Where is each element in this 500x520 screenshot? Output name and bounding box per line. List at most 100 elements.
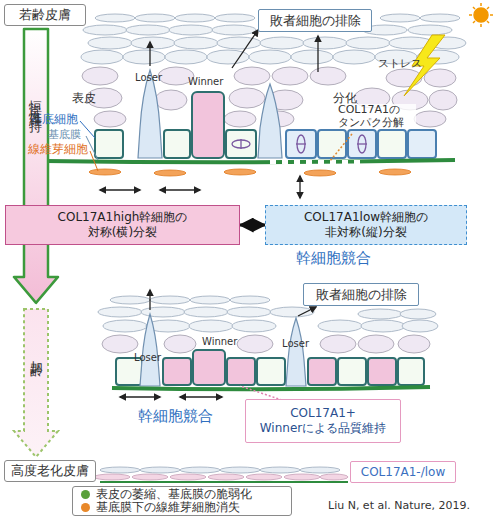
- sun-ray: [473, 21, 475, 23]
- sun-ray: [490, 14, 493, 16]
- progress-arrow: [14, 29, 58, 303]
- cell: [227, 307, 271, 317]
- node-text: COL17A1low幹細胞の 非対称(縦)分裂: [291, 210, 441, 240]
- sun-ray: [480, 3, 482, 6]
- legend-text: 基底膜下の線維芽細胞消失: [96, 500, 240, 514]
- cell: [272, 67, 308, 85]
- cell: [110, 296, 150, 304]
- node-text: 敗者細胞の排除: [316, 287, 407, 303]
- spindle-line: [296, 143, 306, 144]
- cell: [284, 474, 320, 480]
- cell: [380, 14, 420, 22]
- cell: [237, 335, 273, 353]
- cell: [212, 25, 256, 35]
- spindle-line: [240, 139, 241, 149]
- double-arrow: [120, 396, 160, 397]
- sun-ray: [487, 21, 489, 23]
- cell: [402, 320, 438, 332]
- cell: [318, 320, 362, 332]
- stage-box: 高度老化皮膚: [4, 460, 96, 482]
- cell: [260, 37, 304, 49]
- fibroblast: [304, 170, 336, 176]
- citation: Liu N, et al. Nature, 2019.: [328, 500, 470, 513]
- cell: [164, 335, 196, 353]
- cell: [140, 467, 180, 473]
- cell-label: Winner: [188, 76, 223, 88]
- basal-cell: [408, 130, 436, 158]
- winner-cell: [193, 350, 225, 385]
- cell: [414, 111, 446, 127]
- spindle: [358, 135, 366, 153]
- arrow: [149, 290, 150, 310]
- cell: [333, 50, 375, 64]
- cell: [408, 25, 452, 35]
- connector-label: 恒常性維持: [28, 89, 43, 114]
- leader-lines: [80, 121, 352, 171]
- legend-row: 基底膜下の線維芽細胞消失: [81, 501, 283, 514]
- connector: [240, 225, 265, 226]
- part-label: 基底細胞: [30, 113, 78, 127]
- cell: [190, 296, 230, 304]
- cell: [184, 307, 228, 317]
- leader-line: [240, 386, 282, 400]
- basal-cell: [338, 358, 366, 385]
- stress-label: ストレス: [378, 58, 422, 71]
- double-arrow: [180, 396, 222, 397]
- process-label: 幹細胞競合: [296, 250, 371, 267]
- cell: [230, 296, 270, 304]
- basement-membrane: [100, 481, 348, 483]
- winner-cell: [227, 358, 255, 385]
- node-text: 若齢皮膚: [19, 7, 71, 23]
- arrow: [298, 307, 316, 316]
- cell: [300, 467, 340, 473]
- leader-line: [90, 151, 98, 171]
- cell: [123, 50, 165, 64]
- double-arrow: [240, 224, 265, 227]
- leader-line: [330, 134, 352, 161]
- cell: [169, 25, 213, 35]
- cell: [358, 335, 394, 353]
- basement-membrane: [112, 387, 430, 389]
- movement-arrows: [120, 290, 316, 397]
- cell: [131, 37, 175, 49]
- cell: [141, 307, 185, 317]
- double-arrow: [299, 176, 300, 198]
- aged-skin: [94, 467, 348, 482]
- winner-cell: [192, 92, 224, 158]
- cell: [246, 474, 282, 480]
- division-box: COL17A1high幹細胞の 対称(横)分裂: [5, 205, 240, 245]
- note-label: COL17A1の タンパク分解: [338, 104, 416, 129]
- winner-box: COL17A1+ Winnerによる品質維持: [245, 399, 401, 443]
- sun-ray: [487, 7, 489, 9]
- double-arrow: [100, 189, 140, 190]
- arrow: [149, 42, 150, 66]
- cell: [217, 37, 261, 49]
- cell: [229, 88, 265, 108]
- cell: [358, 309, 402, 319]
- node-text: 敗者細胞の排除: [270, 13, 361, 29]
- basal-cell: [164, 130, 190, 158]
- stage-box: 若齢皮膚: [4, 4, 86, 26]
- cell: [165, 50, 207, 64]
- basal-cell: [226, 130, 256, 158]
- node-text: COL17A1+ Winnerによる品質維持: [251, 406, 396, 436]
- cell: [310, 67, 346, 85]
- progress-arrow: [14, 309, 58, 457]
- legend-bullet: [81, 490, 90, 499]
- legend-box: 表皮の萎縮、基底膜の脆弱化基底膜下の線維芽細胞消失: [72, 486, 292, 516]
- sun-icon: [469, 3, 493, 27]
- cell: [150, 296, 190, 304]
- spindle-line: [357, 143, 367, 144]
- part-label: 基底膜: [48, 129, 81, 142]
- cell: [103, 320, 147, 332]
- cell: [100, 467, 140, 473]
- legend-row: 表皮の萎縮、基底膜の脆弱化: [81, 488, 283, 501]
- spindle: [232, 140, 250, 148]
- cell: [232, 320, 276, 332]
- cell: [94, 111, 126, 127]
- basement-membrane: [45, 160, 455, 162]
- cell: [180, 467, 220, 473]
- cell-label: Loser: [135, 72, 162, 84]
- result-box: 敗者細胞の排除: [303, 283, 419, 306]
- cell: [189, 320, 233, 332]
